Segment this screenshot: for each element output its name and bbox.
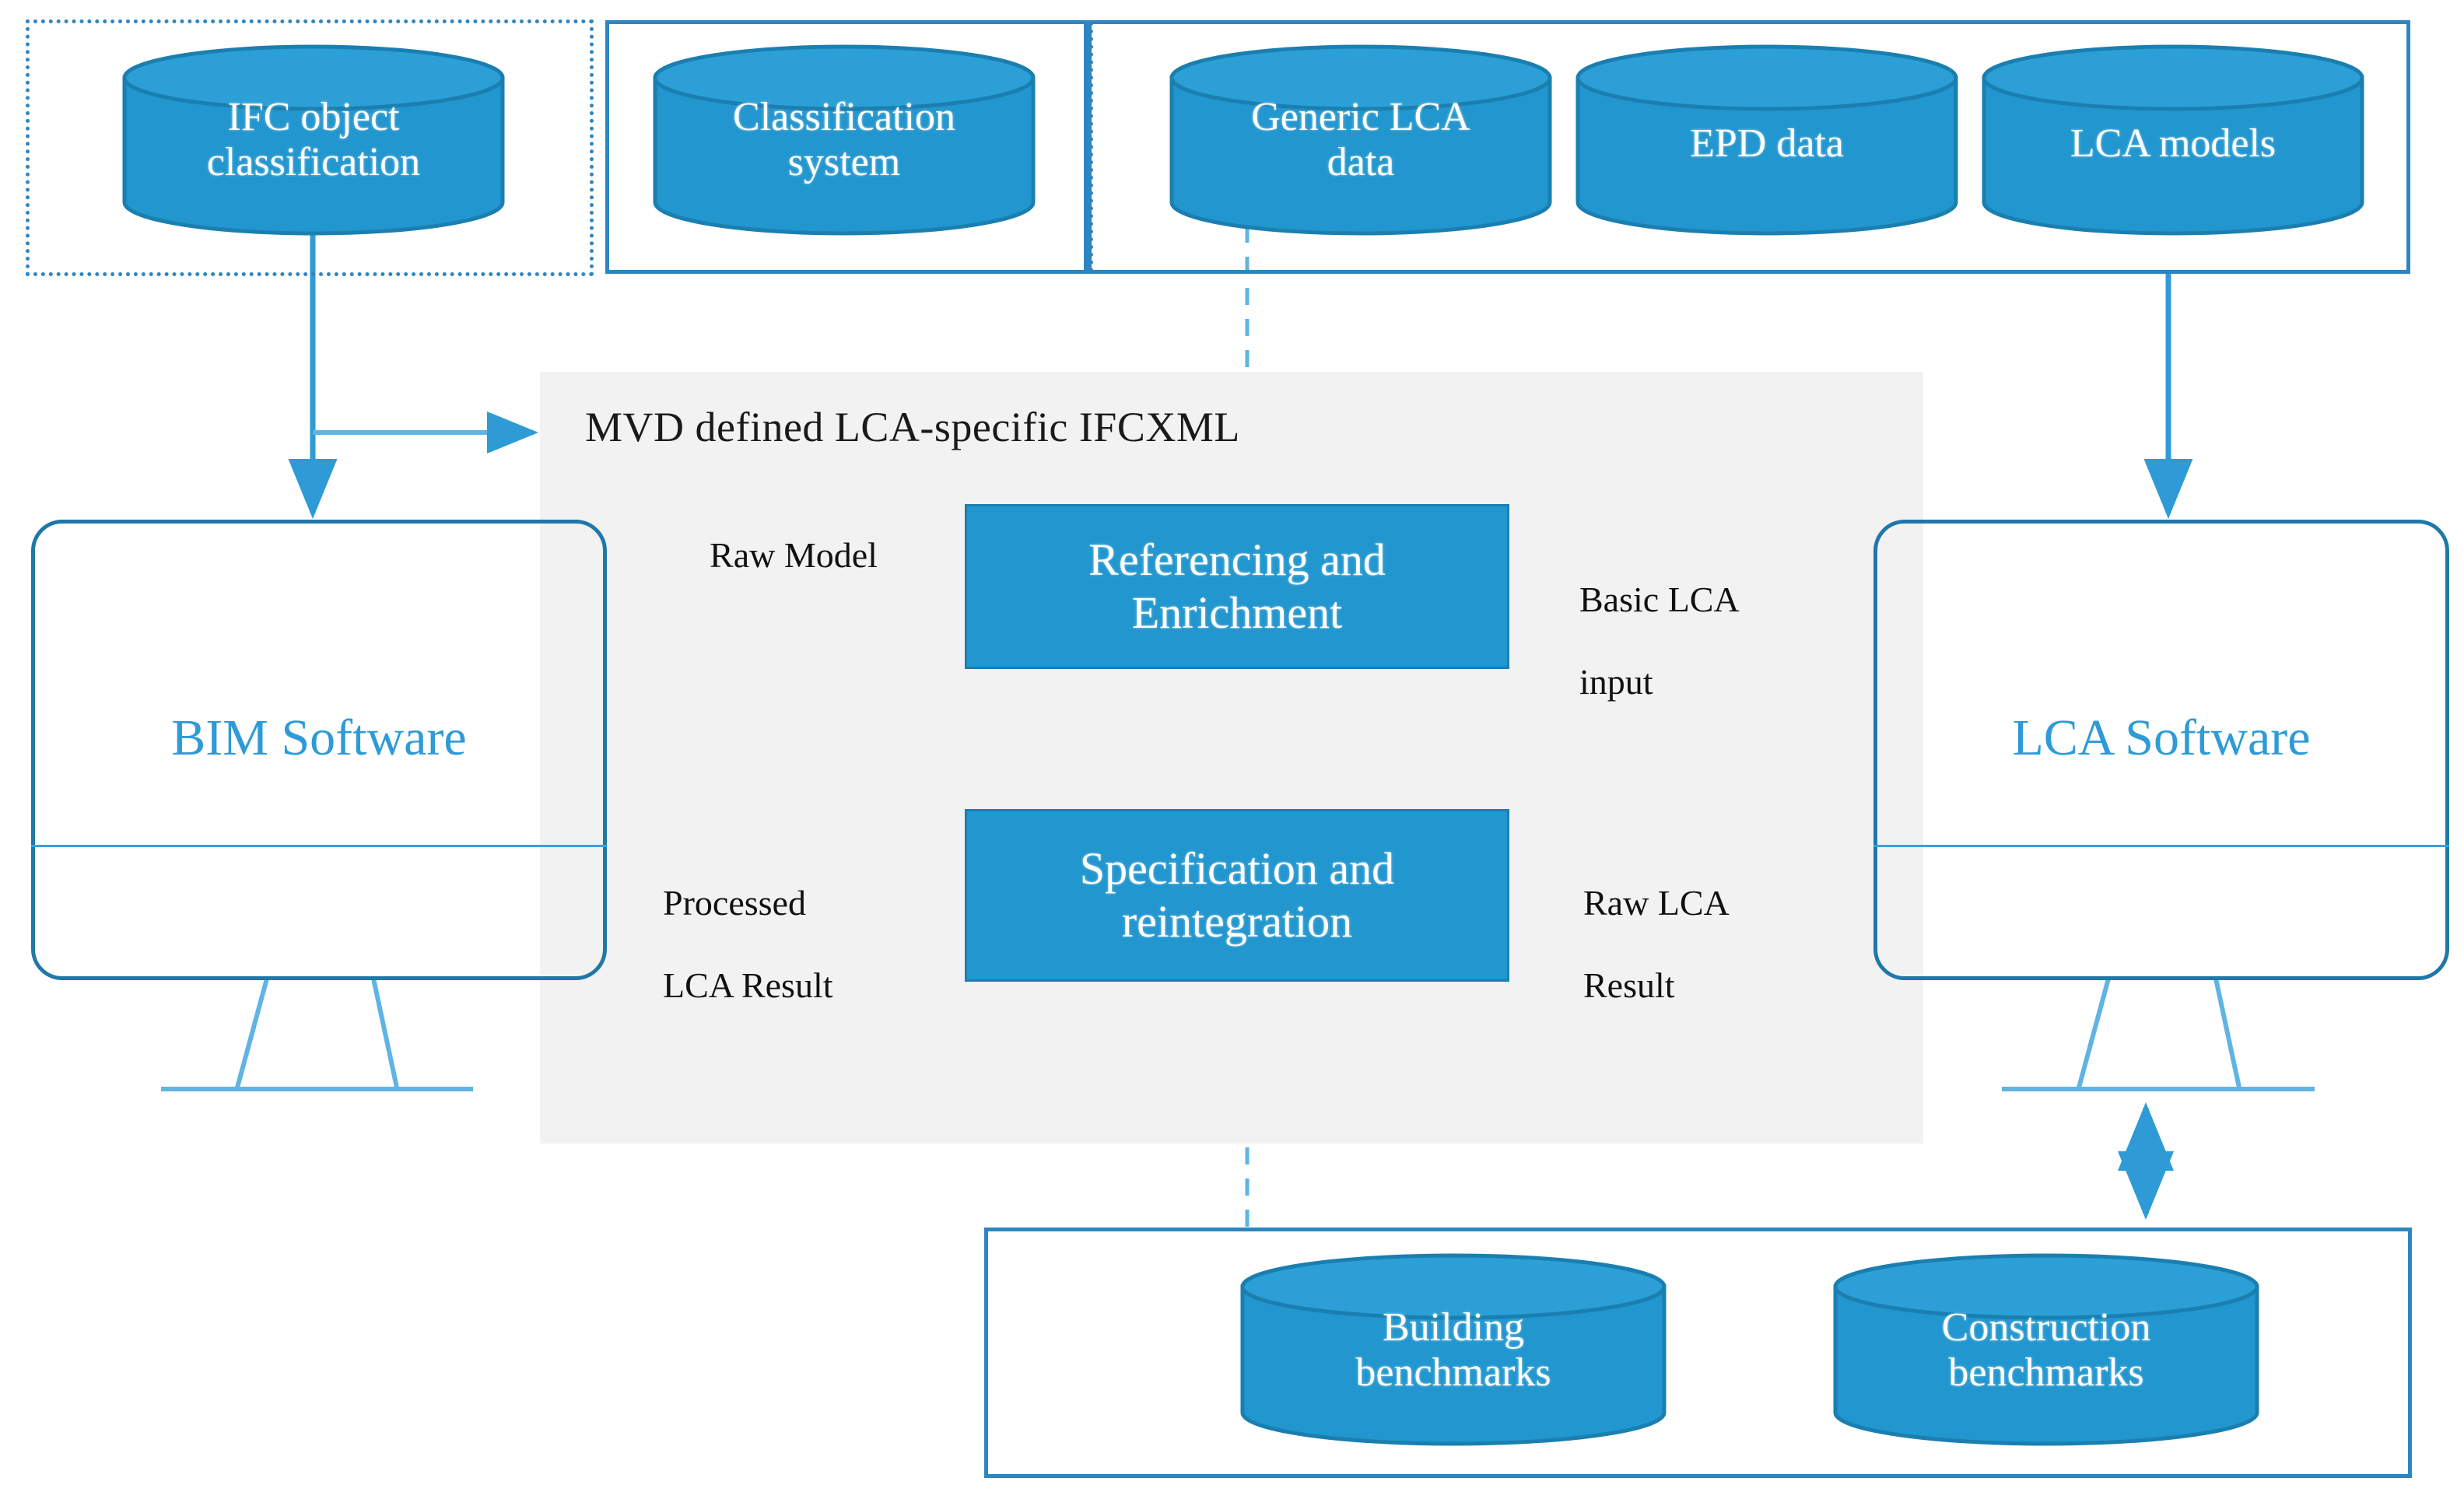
flow-label-basic-lca-input: Basic LCA input <box>1579 538 1836 744</box>
process-label: Referencing and Enrichment <box>1088 534 1386 640</box>
mvd-panel-label: MVD defined LCA-specific IFCXML <box>585 404 1240 450</box>
process-label-line1: Specification and <box>1079 842 1395 894</box>
monitor-label-lca-software: LCA Software <box>2012 709 2311 766</box>
flow-label-line2: Result <box>1583 965 1675 1005</box>
monitor-lca-software[interactable]: LCA Software <box>1873 520 2449 980</box>
db-epd-data[interactable]: EPD data <box>1575 44 1959 236</box>
flow-label-processed-lca-result: Processed LCA Result <box>663 842 943 1047</box>
flow-label-raw-model: Raw Model <box>710 535 878 575</box>
flow-label-line2: LCA Result <box>663 965 833 1005</box>
db-construction-benchmarks[interactable]: Construction benchmarks <box>1832 1252 2260 1447</box>
db-building-benchmarks[interactable]: Building benchmarks <box>1239 1252 1667 1447</box>
monitor-bim-software[interactable]: BIM Software <box>31 520 607 980</box>
monitor-divider-lca <box>1873 845 2449 847</box>
bim-monitor-stand <box>161 978 473 1091</box>
ifc-group-frame <box>26 19 594 276</box>
monitor-screen-lca <box>1873 520 2449 980</box>
flow-label-line2: input <box>1579 661 1653 702</box>
mvd-panel <box>540 372 1923 1144</box>
db-classification-system[interactable]: Classification system <box>652 44 1036 236</box>
process-label-line1: Referencing and <box>1088 534 1386 585</box>
process-referencing-and-enrichment[interactable]: Referencing and Enrichment <box>965 504 1509 669</box>
process-label-line2: Enrichment <box>1131 587 1343 638</box>
flow-label-line1: Raw LCA <box>1583 882 1730 923</box>
process-label: Specification and reintegration <box>1080 842 1394 949</box>
process-specification-and-reintegration[interactable]: Specification and reintegration <box>965 809 1509 982</box>
lca-data-group-inner-divider <box>1089 22 1093 272</box>
benchmarks-group-frame <box>984 1228 2412 1478</box>
monitor-label-bim-software: BIM Software <box>171 709 467 766</box>
classification-group-frame <box>605 20 1088 274</box>
flow-label-raw-lca-result: Raw LCA Result <box>1583 842 1840 1047</box>
monitor-screen-bim <box>31 520 607 980</box>
flow-label-line1: Basic LCA <box>1579 579 1740 619</box>
db-lca-models[interactable]: LCA models <box>1981 44 2365 236</box>
lca-monitor-stand <box>2002 978 2315 1091</box>
flow-label-line1: Processed <box>663 882 806 923</box>
db-ifc-object-classification[interactable]: IFC object classification <box>121 44 506 236</box>
process-label-line2: reintegration <box>1121 896 1353 947</box>
db-generic-lca-data[interactable]: Generic LCA data <box>1169 44 1553 236</box>
monitor-divider-bim <box>31 845 607 847</box>
